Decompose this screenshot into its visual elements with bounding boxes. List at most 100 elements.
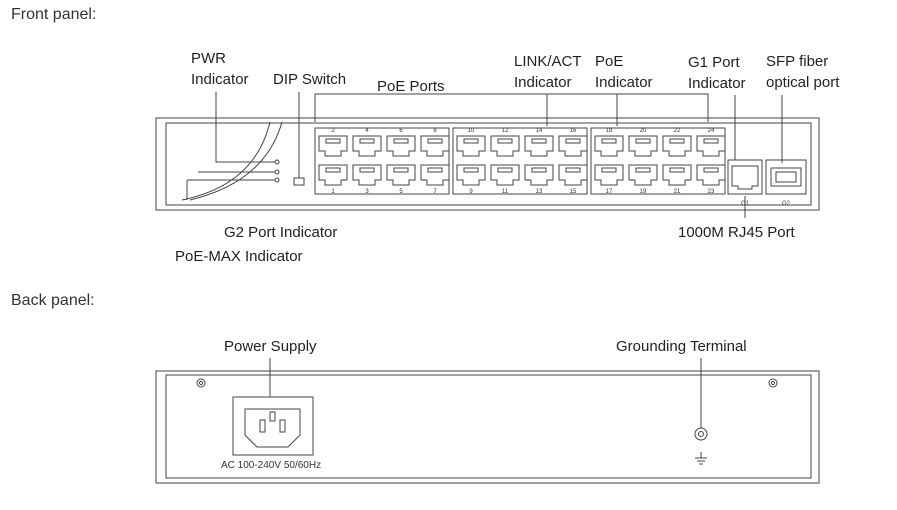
rj45-poe-port [594, 164, 624, 186]
port-number-bottom: 1 [331, 189, 335, 195]
port-number-top: 14 [536, 128, 543, 134]
power-supply-label: Power Supply [224, 338, 317, 355]
port-number-bottom: 21 [674, 189, 681, 195]
front-panel-title: Front panel: [11, 6, 97, 23]
back-screw-left [196, 378, 206, 388]
rj45-contacts [427, 138, 443, 144]
g1-rj45-frame [727, 159, 763, 195]
rj45-contacts [531, 167, 547, 173]
ground-terminal [694, 427, 708, 441]
rj45-contacts [601, 138, 617, 144]
port-number-top: 22 [674, 128, 681, 134]
rj45-contacts [565, 167, 581, 173]
rj45-contacts [565, 138, 581, 144]
rj45-poe-port [456, 135, 486, 157]
port-number-top: 4 [365, 128, 369, 134]
port-number-bottom: 9 [469, 189, 473, 195]
rj45-poe-port [420, 135, 450, 157]
rj45-contacts [427, 167, 443, 173]
port-number-top: 24 [708, 128, 715, 134]
dip-switch-label: DIP Switch [273, 71, 347, 88]
rj45-contacts [393, 138, 409, 144]
poe-max-led [274, 177, 280, 183]
port-number-top: 2 [331, 128, 335, 134]
sfp-port [770, 167, 802, 187]
port-number-top: 16 [570, 128, 577, 134]
rj45-contacts [703, 138, 719, 144]
g2-led [274, 169, 280, 175]
port-number-top: 10 [468, 128, 475, 134]
port-number-top: 8 [433, 128, 437, 134]
poe-max-callout-line [186, 179, 275, 200]
pwr-led [274, 159, 280, 165]
rj45-poe-port [594, 135, 624, 157]
rj45-poe-port [524, 164, 554, 186]
rj45-poe-port [490, 135, 520, 157]
power-socket-frame [232, 396, 314, 456]
rj45-poe-port [662, 164, 692, 186]
dip-switch [293, 177, 305, 186]
rj45-contacts [703, 167, 719, 173]
rj45-poe-port [352, 164, 382, 186]
port-number-bottom: 11 [502, 189, 509, 195]
rj45-poe-port [318, 164, 348, 186]
rj45-contacts [393, 167, 409, 173]
back-chassis-outline [155, 370, 820, 484]
port-number-bottom: 15 [570, 189, 577, 195]
grounding-terminal-label: Grounding Terminal [616, 338, 747, 355]
rj45-poe-port [386, 164, 416, 186]
poe-ports-label: PoE Ports [377, 78, 445, 95]
sfp-frame [765, 159, 807, 195]
rj45-poe-port [386, 135, 416, 157]
port-number-bottom: 5 [399, 189, 403, 195]
rj45-contacts [359, 167, 375, 173]
rj45-poe-port [318, 135, 348, 157]
poe-port-group [314, 127, 450, 195]
rj45-poe-port [696, 164, 726, 186]
back-chassis-inner [165, 374, 812, 479]
rj45-poe-port [628, 164, 658, 186]
port-number-bottom: 7 [433, 189, 437, 195]
g2-port-indicator-label: G2 Port Indicator [224, 224, 338, 241]
port-number-bottom: 19 [640, 189, 647, 195]
port-number-top: 6 [399, 128, 403, 134]
g2-port-number: G2 [782, 201, 791, 207]
rj45-contacts [669, 138, 685, 144]
rj45-contacts [325, 167, 341, 173]
rj45-poe-port [524, 135, 554, 157]
pwr-callout-line [215, 92, 275, 163]
front-curve-inner [189, 121, 283, 201]
ac-rating-label: AC 100-240V 50/60Hz [221, 460, 322, 471]
g1-port-number: G1 [741, 201, 750, 207]
port-number-top: 18 [606, 128, 613, 134]
rj45-poe-port [456, 164, 486, 186]
rj45-contacts [325, 138, 341, 144]
port-number-bottom: 17 [606, 189, 613, 195]
rj45-poe-port [420, 164, 450, 186]
rj45-contacts [601, 167, 617, 173]
rj45-poe-port [558, 164, 588, 186]
poe-ports-bracket [314, 93, 709, 122]
rj45-contacts [669, 167, 685, 173]
port-number-top: 20 [640, 128, 647, 134]
rj45-contacts [463, 138, 479, 144]
port-number-bottom: 23 [708, 189, 715, 195]
back-screw-right [768, 378, 778, 388]
poe-max-indicator-label: PoE-MAX Indicator [175, 248, 303, 265]
rj45-contacts [635, 167, 651, 173]
rj45-poe-port [662, 135, 692, 157]
rj45-poe-port [696, 135, 726, 157]
rj45-poe-port [628, 135, 658, 157]
rj45-contacts [531, 138, 547, 144]
ground-symbol-icon [695, 452, 707, 465]
rj45-port-label: 1000M RJ45 Port [678, 224, 795, 241]
rj45-contacts [497, 167, 513, 173]
front-chassis-inner [165, 122, 812, 206]
rj45-poe-port [490, 164, 520, 186]
poe-port-group [452, 127, 588, 195]
